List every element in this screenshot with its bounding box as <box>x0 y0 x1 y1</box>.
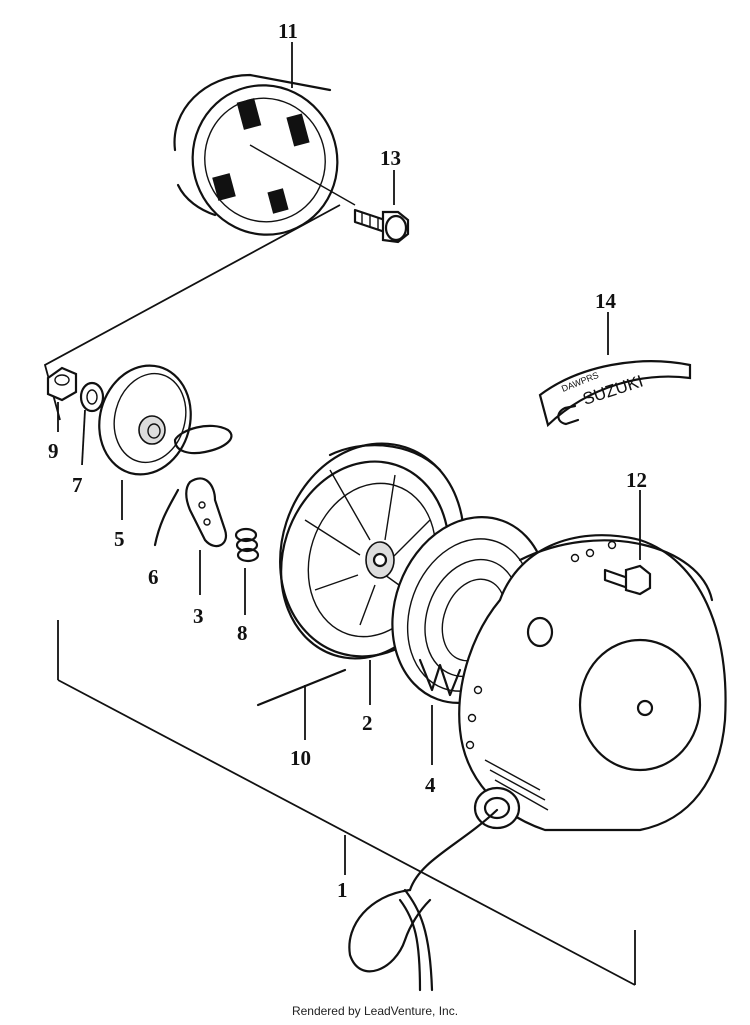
part-12-bolt <box>603 490 652 596</box>
callout-6: 6 <box>148 565 159 589</box>
callout-1: 1 <box>337 878 348 902</box>
callout-11: 11 <box>278 19 298 43</box>
callout-7: 7 <box>72 473 83 497</box>
part-9-nut <box>46 366 78 432</box>
part-3-ratchet-pawl <box>185 477 228 595</box>
part-7-washer <box>79 381 105 466</box>
part-6-spring-clip <box>153 424 233 547</box>
callout-9: 9 <box>48 439 59 463</box>
part-11-drive-cup <box>173 42 356 236</box>
callout-12: 12 <box>626 468 647 492</box>
part-8-small-spring <box>234 527 260 615</box>
callout-5: 5 <box>114 527 125 551</box>
part-14-decal: DAWPRS SUZUKI <box>538 312 692 428</box>
callout-10: 10 <box>290 746 311 770</box>
callout-labels: 1 2 3 4 5 6 7 8 9 10 11 12 13 14 <box>48 19 647 902</box>
part-5-friction-plate <box>98 364 192 520</box>
render-credit: Rendered by LeadVenture, Inc. <box>291 1004 459 1018</box>
part-13-bolt <box>353 170 410 244</box>
callout-14: 14 <box>595 289 617 313</box>
callout-2: 2 <box>362 711 373 735</box>
callout-8: 8 <box>237 621 248 645</box>
starter-rope <box>348 808 499 992</box>
assembly-outline <box>43 204 636 986</box>
callout-4: 4 <box>425 773 436 797</box>
part-1-starter-housing <box>344 534 727 875</box>
part-10-rope <box>256 668 347 740</box>
callout-3: 3 <box>193 604 204 628</box>
callout-13: 13 <box>380 146 401 170</box>
